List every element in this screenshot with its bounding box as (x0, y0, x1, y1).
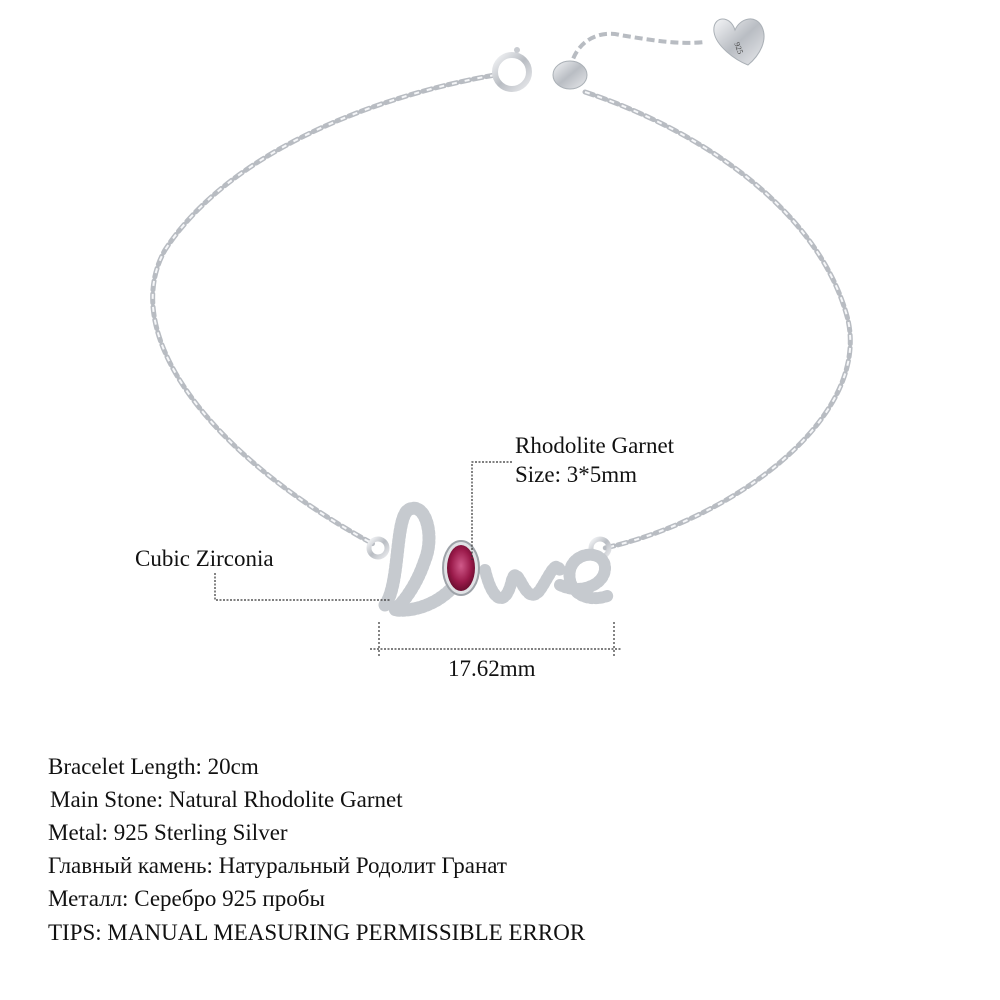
spring-ring-clasp (492, 47, 588, 92)
spec-main-stone: Main Stone: Natural Rhodolite Garnet (50, 787, 403, 812)
extender-chain (568, 31, 706, 71)
love-pendant (366, 501, 616, 617)
spec-tips: TIPS: MANUAL MEASURING PERMISSIBLE ERROR (48, 920, 586, 945)
stamp-925: 925 (732, 41, 745, 55)
annotation-lines (214, 461, 622, 657)
chain-left (150, 72, 498, 548)
garnet-stone (447, 545, 475, 591)
chain-right (582, 89, 853, 551)
spec-length: Bracelet Length: 20cm (48, 754, 259, 779)
spec-metal-ru: Металл: Серебро 925 пробы (48, 886, 325, 911)
spec-metal: Metal: 925 Sterling Silver (48, 820, 288, 845)
width-measurement-label: 17.62mm (448, 656, 536, 681)
heart-charm: 925 (713, 18, 765, 66)
cubic-zirconia-label: Cubic Zirconia (135, 546, 274, 571)
garnet-label: Rhodolite Garnet (515, 433, 675, 458)
garnet-size-label: Size: 3*5mm (515, 462, 638, 487)
spec-main-stone-ru: Главный камень: Натуральный Родолит Гран… (48, 853, 507, 878)
